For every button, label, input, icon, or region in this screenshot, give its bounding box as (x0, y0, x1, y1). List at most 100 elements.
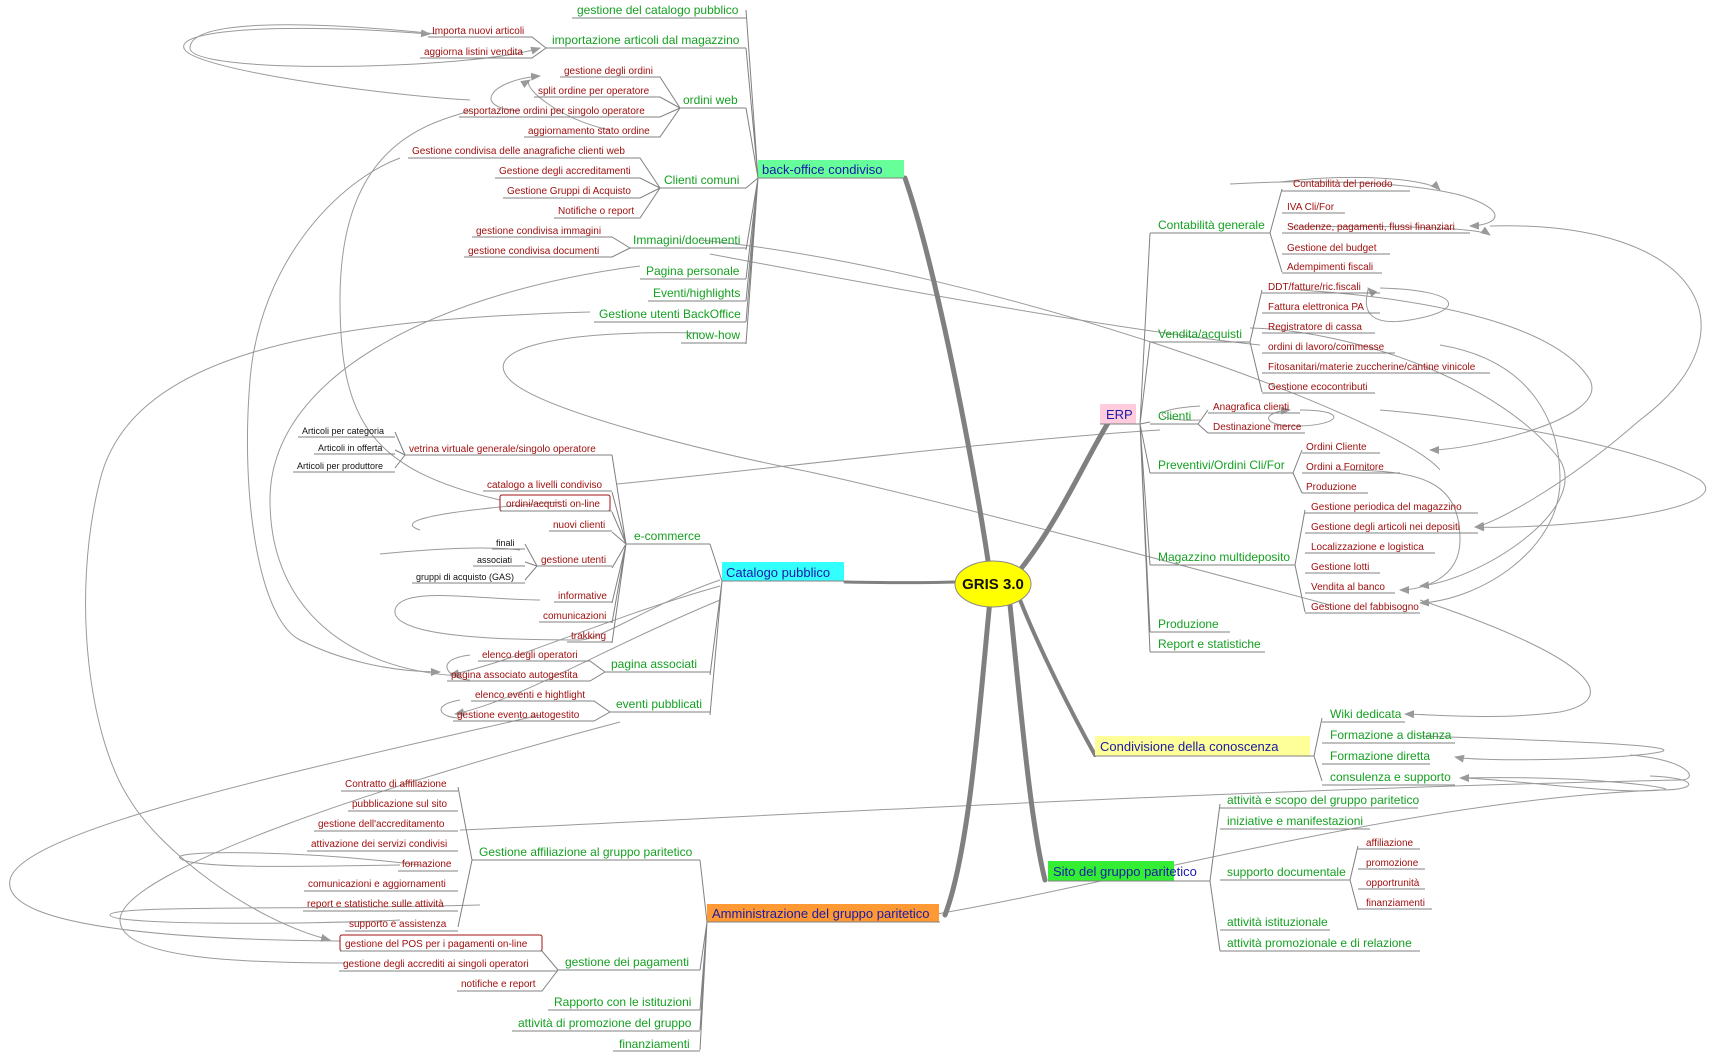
bo-knowhow-item[interactable]: know-how (681, 328, 746, 344)
erp-clienti-item[interactable]: Clienti (1150, 409, 1198, 425)
bo-catalogo-item[interactable]: gestione del catalogo pubblico (572, 3, 746, 19)
bo-eventi-item[interactable]: Eventi/highlights (648, 286, 746, 302)
bo-esportazione[interactable]: esportazione ordini per singolo operator… (463, 106, 645, 117)
cat-art-categoria[interactable]: Articoli per categoria (302, 426, 384, 436)
adm-notifiche[interactable]: notifiche e report (461, 979, 536, 990)
con-consulenza-item[interactable]: consulenza e supporto (1322, 770, 1455, 786)
adm-attivazione[interactable]: attivazione dei servizi condivisi (311, 839, 447, 850)
cat-associati[interactable]: associati (477, 555, 512, 565)
adm-promozione-item[interactable]: attività di promozione del gruppo (512, 1016, 700, 1032)
erp-report-item[interactable]: Report e statistiche (1150, 637, 1265, 653)
erp-label[interactable]: ERP (1106, 407, 1133, 422)
bo-split[interactable]: split ordine per operatore (538, 86, 650, 97)
erp-vendita-item[interactable]: Vendita/acquisti (1150, 327, 1250, 343)
erp-fitosanitari[interactable]: Fitosanitari/materie zuccherine/cantine … (1268, 362, 1476, 373)
bo-importazione-item[interactable]: importazione articoli dal magazzino (546, 33, 746, 49)
bo-pagina-item[interactable]: Pagina personale (640, 264, 746, 280)
cat-art-offerta[interactable]: Articoli in offerta (318, 443, 382, 453)
erp-produzione-leaf[interactable]: Produzione (1306, 482, 1357, 493)
cat-gest-utenti[interactable]: gestione utenti (541, 555, 606, 566)
cat-ordini[interactable]: ordini/acquisti on-line (506, 499, 600, 510)
erp-fattura-pa[interactable]: Fattura elettronica PA (1268, 302, 1364, 313)
bo-notifiche[interactable]: Notifiche o report (558, 206, 634, 217)
bo-listini[interactable]: aggiorna listini vendita (424, 47, 523, 58)
bo-accreditamenti[interactable]: Gestione degli accreditamenti (499, 166, 631, 177)
cat-livelli[interactable]: catalogo a livelli condiviso (487, 480, 603, 491)
cat-pagina-associati-item[interactable]: pagina associati (605, 657, 710, 673)
sito-opportunita[interactable]: opportrunità (1366, 878, 1420, 889)
con-distanza-item[interactable]: Formazione a distanza (1322, 728, 1455, 744)
adm-accrediti[interactable]: gestione degli accrediti ai singoli oper… (343, 959, 529, 970)
cat-gas[interactable]: gruppi di acquisto (GAS) (416, 572, 514, 582)
erp-lotti[interactable]: Gestione lotti (1311, 562, 1369, 573)
erp-banco[interactable]: Vendita al banco (1311, 582, 1385, 593)
adm-formazione[interactable]: formazione (402, 859, 452, 870)
bo-gruppi[interactable]: Gestione Gruppi di Acquisto (507, 186, 631, 197)
sito-affiliazione[interactable]: affiliazione (1366, 838, 1414, 849)
erp-budget[interactable]: Gestione del budget (1287, 243, 1377, 254)
erp-ordini-lavoro[interactable]: ordini di lavoro/commesse (1268, 342, 1385, 353)
cat-eventi-pub-item[interactable]: eventi pubblicati (610, 697, 710, 713)
sito-promozionale-item[interactable]: attività promozionale e di relazione (1220, 936, 1420, 952)
erp-magazzino-item[interactable]: Magazzino multideposito (1150, 550, 1295, 566)
cat-finali[interactable]: finali (496, 538, 515, 548)
sito-finanziamenti[interactable]: finanziamenti (1366, 898, 1425, 909)
adm-report[interactable]: report e statistiche sulle attività (307, 899, 444, 910)
bo-utenti-item[interactable]: Gestione utenti BackOffice (594, 307, 746, 323)
bo-ordini-web-item[interactable]: ordini web (680, 93, 746, 109)
bo-doc[interactable]: gestione condivisa documenti (468, 246, 599, 257)
adm-rapporto-item[interactable]: Rapporto con le istituzioni (548, 995, 700, 1011)
erp-ordini-cliente[interactable]: Ordini Cliente (1306, 442, 1367, 453)
adm-contratto[interactable]: Contratto di affiliazione (345, 779, 447, 790)
sito-iniziative-item[interactable]: iniziative e manifestazioni (1220, 814, 1370, 830)
cat-nuovi[interactable]: nuovi clienti (553, 520, 605, 531)
root-node[interactable]: GRIS 3.0 (954, 560, 1032, 608)
erp-contabilita-item[interactable]: Contabilità generale (1150, 218, 1270, 234)
cat-informative[interactable]: informative (558, 591, 607, 602)
erp-ordini-fornitore[interactable]: Ordini a Fornitore (1306, 462, 1384, 473)
sito-istituzionale-item[interactable]: attività istituzionale (1220, 915, 1330, 931)
sito-supporto-doc-item[interactable]: supporto documentale (1220, 865, 1350, 881)
cat-pagina-assoc[interactable]: pagina associato autogestita (451, 670, 578, 681)
bo-gestione-ordini[interactable]: gestione degli ordini (564, 66, 653, 77)
cat-elenco-op[interactable]: elenco degli operatori (482, 650, 578, 661)
bo-anagrafiche[interactable]: Gestione condivisa delle anagrafiche cli… (412, 146, 625, 157)
adm-accreditamento[interactable]: gestione dell'accreditamento (318, 819, 445, 830)
adm-affiliazione-item[interactable]: Gestione affiliazione al gruppo pariteti… (472, 845, 700, 861)
bo-aggiornamento[interactable]: aggiornamento stato ordine (528, 126, 650, 137)
cat-comunicazioni[interactable]: comunicazioni (543, 611, 606, 622)
adm-finanziamenti-item[interactable]: finanziamenti (613, 1037, 700, 1052)
adm-pagamenti-item[interactable]: gestione dei pagamenti (558, 955, 700, 971)
erp-registratore[interactable]: Registratore di cassa (1268, 322, 1362, 333)
backoffice-label[interactable]: back-office condiviso (762, 162, 882, 177)
cat-trakking[interactable]: trakking (571, 631, 606, 642)
erp-preventivi-item[interactable]: Preventivi/Ordini Cli/For (1150, 458, 1293, 474)
erp-art-depositi[interactable]: Gestione degli articoli nei depositi (1311, 522, 1460, 533)
sito-attivita-scopo-item[interactable]: attività e scopo del gruppo paritetico (1220, 793, 1419, 809)
bo-importa-nuovi[interactable]: Importa nuovi articoli (432, 26, 524, 37)
erp-localizzazione[interactable]: Localizzazione e logistica (1311, 542, 1424, 553)
cat-elenco-eventi[interactable]: elenco eventi e hightlight (475, 690, 585, 701)
con-diretta-item[interactable]: Formazione diretta (1322, 749, 1430, 765)
erp-iva[interactable]: IVA Cli/For (1287, 202, 1335, 213)
erp-fabbisogno[interactable]: Gestione del fabbisogno (1311, 602, 1419, 613)
adm-pubblicazione[interactable]: pubblicazione sul sito (352, 799, 447, 810)
cat-evento[interactable]: gestione evento autogestito (457, 710, 580, 721)
erp-anagrafica[interactable]: Anagrafica clienti (1213, 402, 1289, 413)
adm-comunicazioni[interactable]: comunicazioni e aggiornamenti (308, 879, 446, 890)
bo-imm[interactable]: gestione condivisa immagini (476, 226, 601, 237)
erp-periodica[interactable]: Gestione periodica del magazzino (1311, 502, 1462, 513)
erp-ecocontributi[interactable]: Gestione ecocontributi (1268, 382, 1368, 393)
adm-supporto[interactable]: supporto e assistenza (349, 919, 447, 930)
erp-destinazione[interactable]: Destinazione merce (1213, 422, 1302, 433)
con-wiki-item[interactable]: Wiki dedicata (1322, 707, 1405, 723)
bo-immagini-doc-item[interactable]: Immagini/documenti (630, 233, 746, 249)
amministrazione-label[interactable]: Amministrazione del gruppo paritetico (712, 906, 930, 921)
cat-vetrina[interactable]: vetrina virtuale generale/singolo operat… (409, 444, 596, 455)
erp-scadenze[interactable]: Scadenze, pagamenti, flussi finanziari (1287, 222, 1455, 233)
erp-adempimenti[interactable]: Adempimenti fiscali (1287, 262, 1373, 273)
sito-label[interactable]: Sito del gruppo paritetico (1053, 864, 1197, 879)
erp-produzione-item[interactable]: Produzione (1150, 617, 1230, 633)
erp-contab-periodo[interactable]: Contabilità del periodo (1293, 179, 1393, 190)
sito-promozione[interactable]: promozione (1366, 858, 1419, 869)
